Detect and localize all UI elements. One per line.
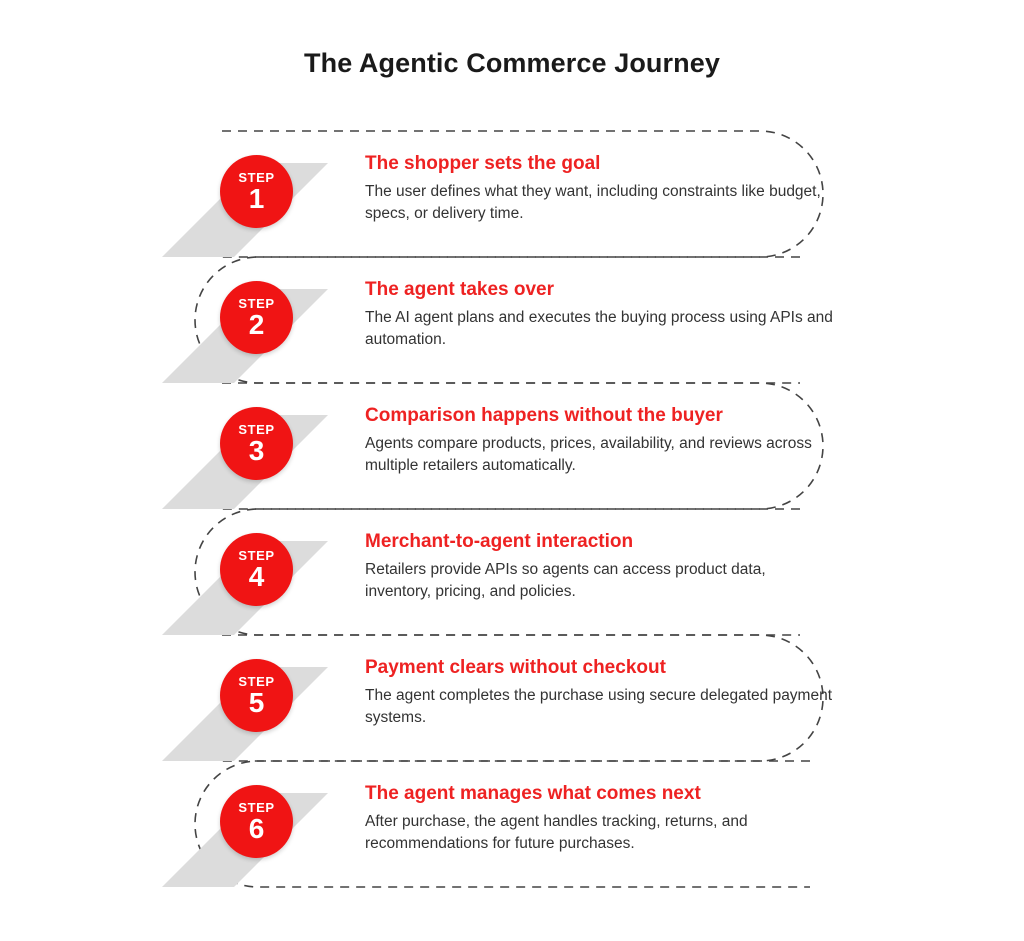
steps-list: STEP 1 The shopper sets the goal The use… <box>0 131 1024 887</box>
step-title-1: The shopper sets the goal <box>365 153 601 174</box>
step-badge-3: STEP 3 <box>220 407 293 480</box>
step-description-2: The AI agent plans and executes the buyi… <box>365 308 833 348</box>
step-description-4: Retailers provide APIs so agents can acc… <box>365 560 766 600</box>
step-title-2: The agent takes over <box>365 279 555 300</box>
step-badge-word: STEP <box>238 169 275 185</box>
step-badge-number: 5 <box>248 686 265 718</box>
step-badge-6: STEP 6 <box>220 785 293 858</box>
step-text-4: Merchant-to-agent interaction Retailers … <box>365 531 835 603</box>
step-title-3: Comparison happens without the buyer <box>365 405 723 426</box>
step-row-4[interactable]: STEP 4 Merchant-to-agent interaction Ret… <box>0 509 1024 635</box>
step-badge-number: 2 <box>248 308 265 340</box>
step-title-5: Payment clears without checkout <box>365 657 666 678</box>
step-row-6[interactable]: STEP 6 The agent manages what comes next… <box>0 761 1024 887</box>
step-badge-number: 1 <box>248 182 265 214</box>
step-text-3: Comparison happens without the buyer Age… <box>365 405 835 477</box>
step-text-5: Payment clears without checkout The agen… <box>365 657 835 729</box>
step-row-1[interactable]: STEP 1 The shopper sets the goal The use… <box>0 131 1024 257</box>
step-description-1: The user defines what they want, includi… <box>365 182 821 222</box>
step-badge-word: STEP <box>238 673 275 689</box>
step-badge-word: STEP <box>238 547 275 563</box>
step-badge-number: 3 <box>248 434 265 466</box>
step-badge-word: STEP <box>238 421 275 437</box>
step-badge-4: STEP 4 <box>220 533 293 606</box>
step-badge-1: STEP 1 <box>220 155 293 228</box>
step-badge-number: 4 <box>248 560 265 592</box>
step-description-6: After purchase, the agent handles tracki… <box>365 812 748 852</box>
step-row-5[interactable]: STEP 5 Payment clears without checkout T… <box>0 635 1024 761</box>
step-text-1: The shopper sets the goal The user defin… <box>365 153 835 225</box>
step-text-2: The agent takes over The AI agent plans … <box>365 279 835 351</box>
step-text-6: The agent manages what comes next After … <box>365 783 835 855</box>
step-description-5: The agent completes the purchase using s… <box>365 686 833 726</box>
step-title-6: The agent manages what comes next <box>365 783 701 804</box>
step-badge-word: STEP <box>238 799 275 815</box>
step-badge-word: STEP <box>238 295 275 311</box>
step-badge-number: 6 <box>248 812 265 844</box>
step-badge-2: STEP 2 <box>220 281 293 354</box>
step-title-4: Merchant-to-agent interaction <box>365 531 634 552</box>
step-row-3[interactable]: STEP 3 Comparison happens without the bu… <box>0 383 1024 509</box>
step-badge-5: STEP 5 <box>220 659 293 732</box>
step-description-3: Agents compare products, prices, availab… <box>365 434 812 474</box>
step-row-2[interactable]: STEP 2 The agent takes over The AI agent… <box>0 257 1024 383</box>
page-title: The Agentic Commerce Journey <box>304 48 720 78</box>
